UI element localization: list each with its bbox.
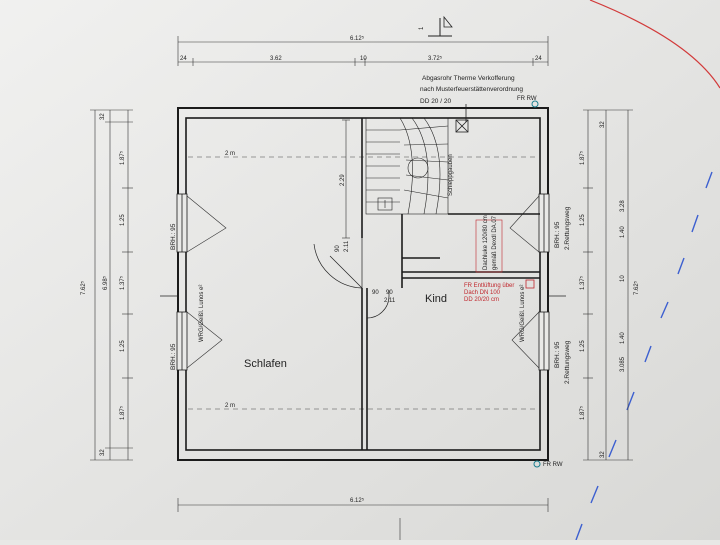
top-seg-4: 3.72⁵ [428,55,443,62]
stair-dim [342,119,350,239]
room-label-kind: Kind [425,293,447,305]
window-swings [186,195,540,369]
door-dim-2: 2.11 [344,240,350,252]
right-seg-4: 1.37⁵ [579,275,586,290]
stair-dim-label: 2.29 [340,174,346,186]
right-seg-1: 32 [600,121,606,128]
left-seg-6: 1.87⁵ [119,405,126,420]
red-markup-curve [589,0,720,89]
top-seg-3: 10 [360,56,367,62]
bottom-dimension-chain [177,498,549,540]
chimney-note-1: Abgasrohr Therme Verkofferung [422,75,515,82]
right-seg-7: 32 [600,451,606,458]
fr-vent-icon [525,279,535,289]
brh-label-right-top: BRH.: 95 [554,221,561,248]
left-seg-7: 32 [100,449,106,456]
left-outer-total: 7.62⁵ [80,280,87,295]
room-label-schlafen: Schlafen [244,358,287,370]
staircase [365,117,449,215]
right-outer-total: 7.62⁵ [633,280,640,295]
door-dim-1: 90 [335,245,341,252]
fr-rw-bottom: FR RW [543,462,563,468]
right-inner-3: 10 [620,275,626,282]
window-note-right: WRG/Geißl. Lunos e² [520,285,526,342]
right-windows [538,193,550,371]
rettungsweg-top: 2.Rettungsweg [564,206,571,250]
right-seg-3: 1.25 [580,214,586,226]
section-marker-label: 1 [419,26,425,30]
door-dim-3: 90 [372,290,379,296]
brh-label-left-bottom: BRH.: 95 [170,343,177,370]
rettungsweg-bottom: 2.Rettungsweg [564,340,571,384]
dachluke-box [475,219,503,273]
door-dim-5: 2.11 [384,298,396,304]
right-inner-2: 1.40 [620,226,626,238]
right-seg-2: 1.87⁵ [579,150,586,165]
fr-rw-top: FR RW [517,96,537,102]
right-inner-1: 3.28 [620,200,626,212]
left-seg-4: 1.37⁵ [119,275,126,290]
window-note-left: WRG/Geißl. Lunos e² [199,285,205,342]
chimney-note-3: DD 20 / 20 [420,98,451,105]
top-total-dim: 6.12⁵ [350,35,365,42]
brh-label-left-top: BRH.: 95 [170,223,177,250]
fr-note-2: Dach DN 100 [464,290,501,296]
bottom-total-dim: 6.12⁵ [350,497,365,504]
top-seg-1: 24 [180,56,187,62]
dachluke-note-1: Dachluke 120/80 cm [483,215,489,270]
stair-label: Schleppgauben [448,154,454,196]
right-dimension-chains [583,109,633,461]
left-windows [176,193,188,371]
fr-note-1: FR Entlüftung über [464,283,514,289]
left-seg-2: 1.87⁵ [119,150,126,165]
section-marker: 1 [419,15,453,37]
left-inner-total: 6.98⁵ [102,275,109,290]
brh-label-right-bottom: BRH.: 95 [554,341,561,368]
slope-lines [188,156,540,410]
right-inner-5: 3.085 [620,356,626,372]
top-dimension-chain [177,36,549,66]
left-seg-1: 32 [100,113,106,120]
fr-note-3: DD 20/20 cm [464,297,499,303]
left-dimension-chains [90,109,133,461]
door-dim-4: 90 [386,290,393,296]
right-seg-5: 1.25 [580,340,586,352]
doors [313,238,390,319]
left-seg-3: 1.25 [120,214,126,226]
right-seg-6: 1.87⁵ [579,405,586,420]
chimney-box [455,104,469,133]
right-inner-4: 1.40 [620,332,626,344]
slope-mark-bottom: 2 m [225,403,235,409]
left-seg-5: 1.25 [120,340,126,352]
top-seg-5: 24 [535,56,542,62]
dachluke-note-2: gemäß Dexdl DA.07 [492,215,498,270]
outer-walls [177,107,549,461]
top-seg-2: 3.62 [270,56,282,62]
chimney-note-2: nach Musterfeuerstättenverordnung [420,86,523,93]
slope-mark-top: 2 m [225,151,235,157]
fr-rw-markers [531,100,541,468]
